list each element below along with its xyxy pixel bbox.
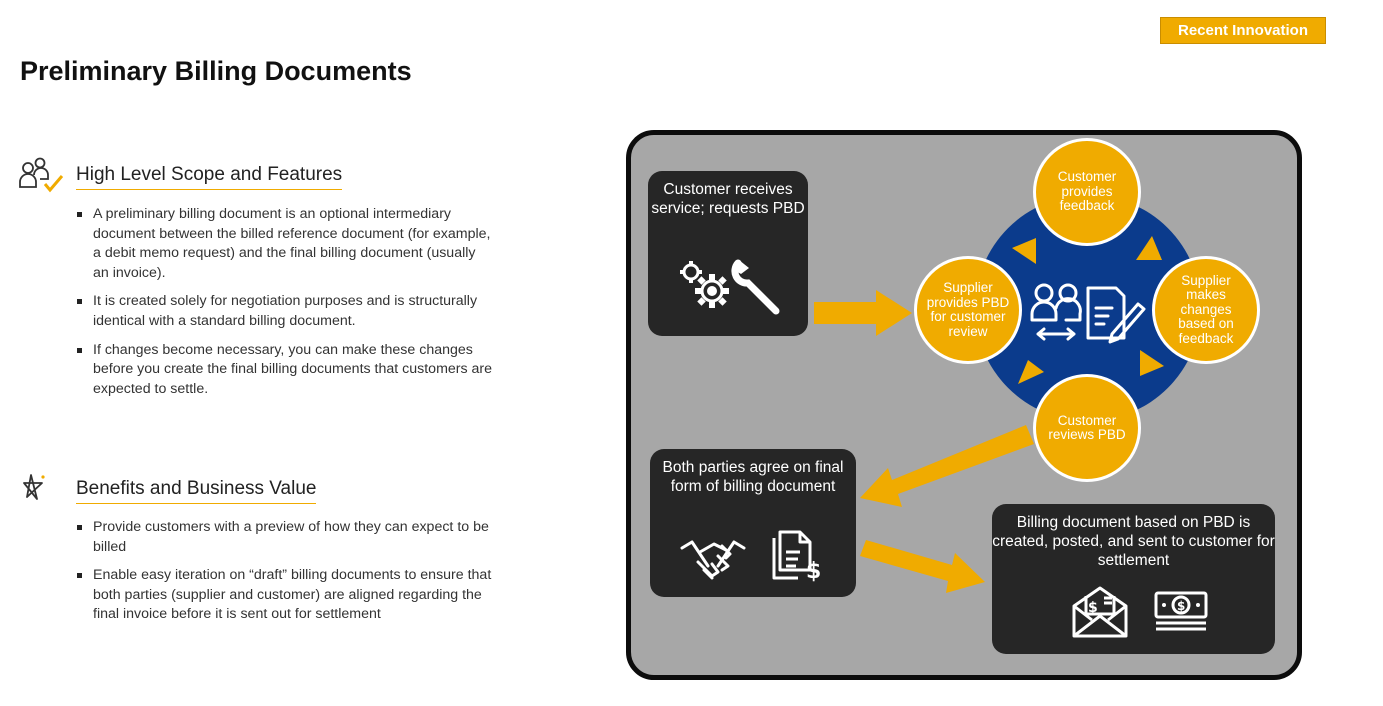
users-check-icon [19, 157, 64, 193]
benefits-bullet: Enable easy iteration on “draft” billing… [74, 566, 494, 625]
cycle-step-supplier-changes: Supplier makes changes based on feedback [1152, 256, 1260, 364]
cycle-arrow-right-to-bottom [1140, 350, 1164, 376]
handshake-icon [680, 540, 746, 580]
cycle-step-customer-reviews: Customer reviews PBD [1033, 374, 1141, 482]
cycle-arrow-top-to-right [1136, 236, 1162, 260]
step-box-final: Billing document based on PBD is created… [992, 504, 1275, 654]
page-title: Preliminary Billing Documents [20, 56, 412, 86]
arrow-cycle-to-agree [860, 425, 1034, 507]
cycle-arrow-bottom-to-left [1018, 360, 1044, 384]
step-box-agree-label: Both parties agree on final form of bill… [662, 459, 844, 495]
scope-bullet: If changes become necessary, you can mak… [74, 341, 494, 400]
scope-heading: High Level Scope and Features [76, 164, 343, 190]
user-document-edit-icon [1030, 283, 1146, 344]
benefits-heading: Benefits and Business Value [76, 478, 317, 504]
billing-document-icon: $ [772, 530, 821, 584]
svg-text:$: $ [1177, 599, 1185, 613]
svg-text:$: $ [806, 559, 821, 584]
step-box-request-label: Customer receives service; requests PBD [651, 181, 805, 217]
invoice-envelope-icon: $ [1072, 586, 1128, 638]
recent-innovation-badge: Recent Innovation [1160, 17, 1326, 44]
cash-payment-icon: $ [1154, 591, 1208, 631]
gears-wrench-icon [680, 259, 780, 315]
arrow-request-to-cycle [814, 290, 912, 336]
cycle-step-supplier-provides: Supplier provides PBD for customer revie… [914, 256, 1022, 364]
step-box-request: Customer receives service; requests PBD [648, 171, 808, 336]
benefits-bullet-list: Provide customers with a preview of how … [74, 518, 494, 634]
cycle-arrow-left-to-top [1012, 238, 1036, 264]
star-outline-icon [23, 474, 45, 500]
svg-text:$: $ [1088, 600, 1098, 616]
step-box-agree: Both parties agree on final form of bill… [650, 449, 856, 597]
arrow-agree-to-final [860, 540, 985, 593]
benefits-bullet: Provide customers with a preview of how … [74, 518, 494, 557]
cycle-step-customer-feedback: Customer provides feedback [1033, 138, 1141, 246]
scope-bullet-list: A preliminary billing document is an opt… [74, 205, 494, 408]
scope-bullet: It is created solely for negotiation pur… [74, 292, 494, 331]
scope-bullet: A preliminary billing document is an opt… [74, 205, 494, 283]
step-box-final-label: Billing document based on PBD is created… [992, 514, 1275, 569]
